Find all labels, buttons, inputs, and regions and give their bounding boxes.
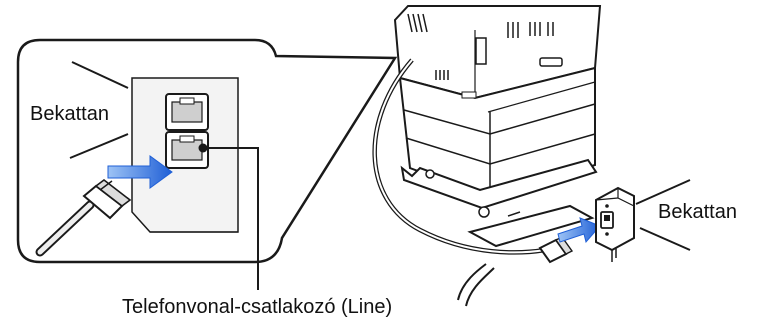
- rj11-plug-icon: [538, 236, 574, 264]
- printer-stand: [400, 158, 598, 210]
- click-label-right: Bekattan: [658, 201, 737, 223]
- printer-icon: [393, 5, 602, 248]
- wall-line-bottom: [69, 133, 129, 159]
- click-label-left: Bekattan: [30, 103, 109, 125]
- printer-vents: [407, 13, 554, 80]
- printer-connector-panel: [475, 37, 487, 65]
- upper-port: [165, 93, 209, 131]
- wall-jack-icon: [595, 186, 635, 262]
- rj11-plug-icon: [35, 178, 132, 257]
- line-port: [165, 131, 209, 169]
- wall-line-top: [71, 61, 129, 89]
- zoom-callout: Bekattan: [16, 38, 398, 290]
- cable-break: [457, 263, 487, 301]
- floor-plate: [467, 204, 595, 248]
- leader-line: [203, 147, 259, 290]
- arrow-right-icon: [107, 155, 173, 189]
- wall-line-bottom-right: [639, 227, 691, 251]
- arrow-right-icon: [557, 217, 601, 244]
- wall-line-top-right: [635, 179, 691, 205]
- connector-label: Telefonvonal-csatlakozó (Line): [122, 296, 392, 318]
